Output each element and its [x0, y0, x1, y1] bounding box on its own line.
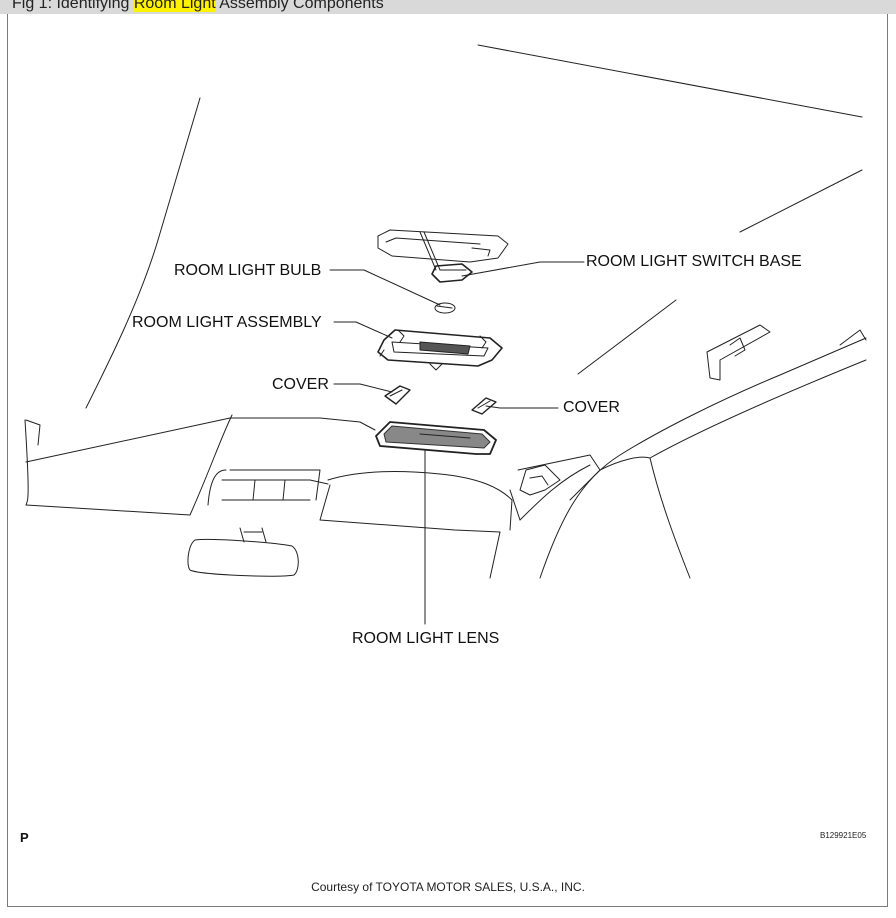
figure-title-bar: Fig 1: Identifying Room Light Assembly C…: [0, 0, 896, 14]
label-room-light-switch-base: ROOM LIGHT SWITCH BASE: [586, 253, 802, 270]
label-cover-left: COVER: [272, 376, 329, 393]
room-light-bulb: [434, 302, 456, 314]
cover-right-part: [471, 397, 497, 415]
title-suffix: Assembly Components: [215, 0, 384, 12]
title-highlight: Room Light: [133, 0, 216, 12]
figure-frame: [7, 0, 888, 907]
label-room-light-bulb: ROOM LIGHT BULB: [174, 262, 322, 279]
figure-title: Fig 1: Identifying Room Light Assembly C…: [12, 0, 384, 14]
figure-mark: P: [20, 830, 29, 845]
courtesy-line: Courtesy of TOYOTA MOTOR SALES, U.S.A., …: [311, 880, 585, 894]
title-prefix: Fig 1: Identifying: [12, 0, 134, 12]
cover-left-part: [384, 385, 411, 405]
label-room-light-assembly: ROOM LIGHT ASSEMBLY: [132, 314, 322, 331]
label-room-light-lens: ROOM LIGHT LENS: [352, 630, 500, 647]
label-cover-right: COVER: [563, 399, 620, 416]
figure-code: B129921E05: [820, 831, 867, 840]
rear-view-mirror: [187, 527, 299, 577]
room-light-assembly: [377, 329, 503, 371]
switch-base-mount: [377, 229, 509, 283]
room-light-lens: [375, 421, 497, 455]
headliner-outline: [24, 44, 867, 579]
leader-lines: [329, 261, 585, 625]
